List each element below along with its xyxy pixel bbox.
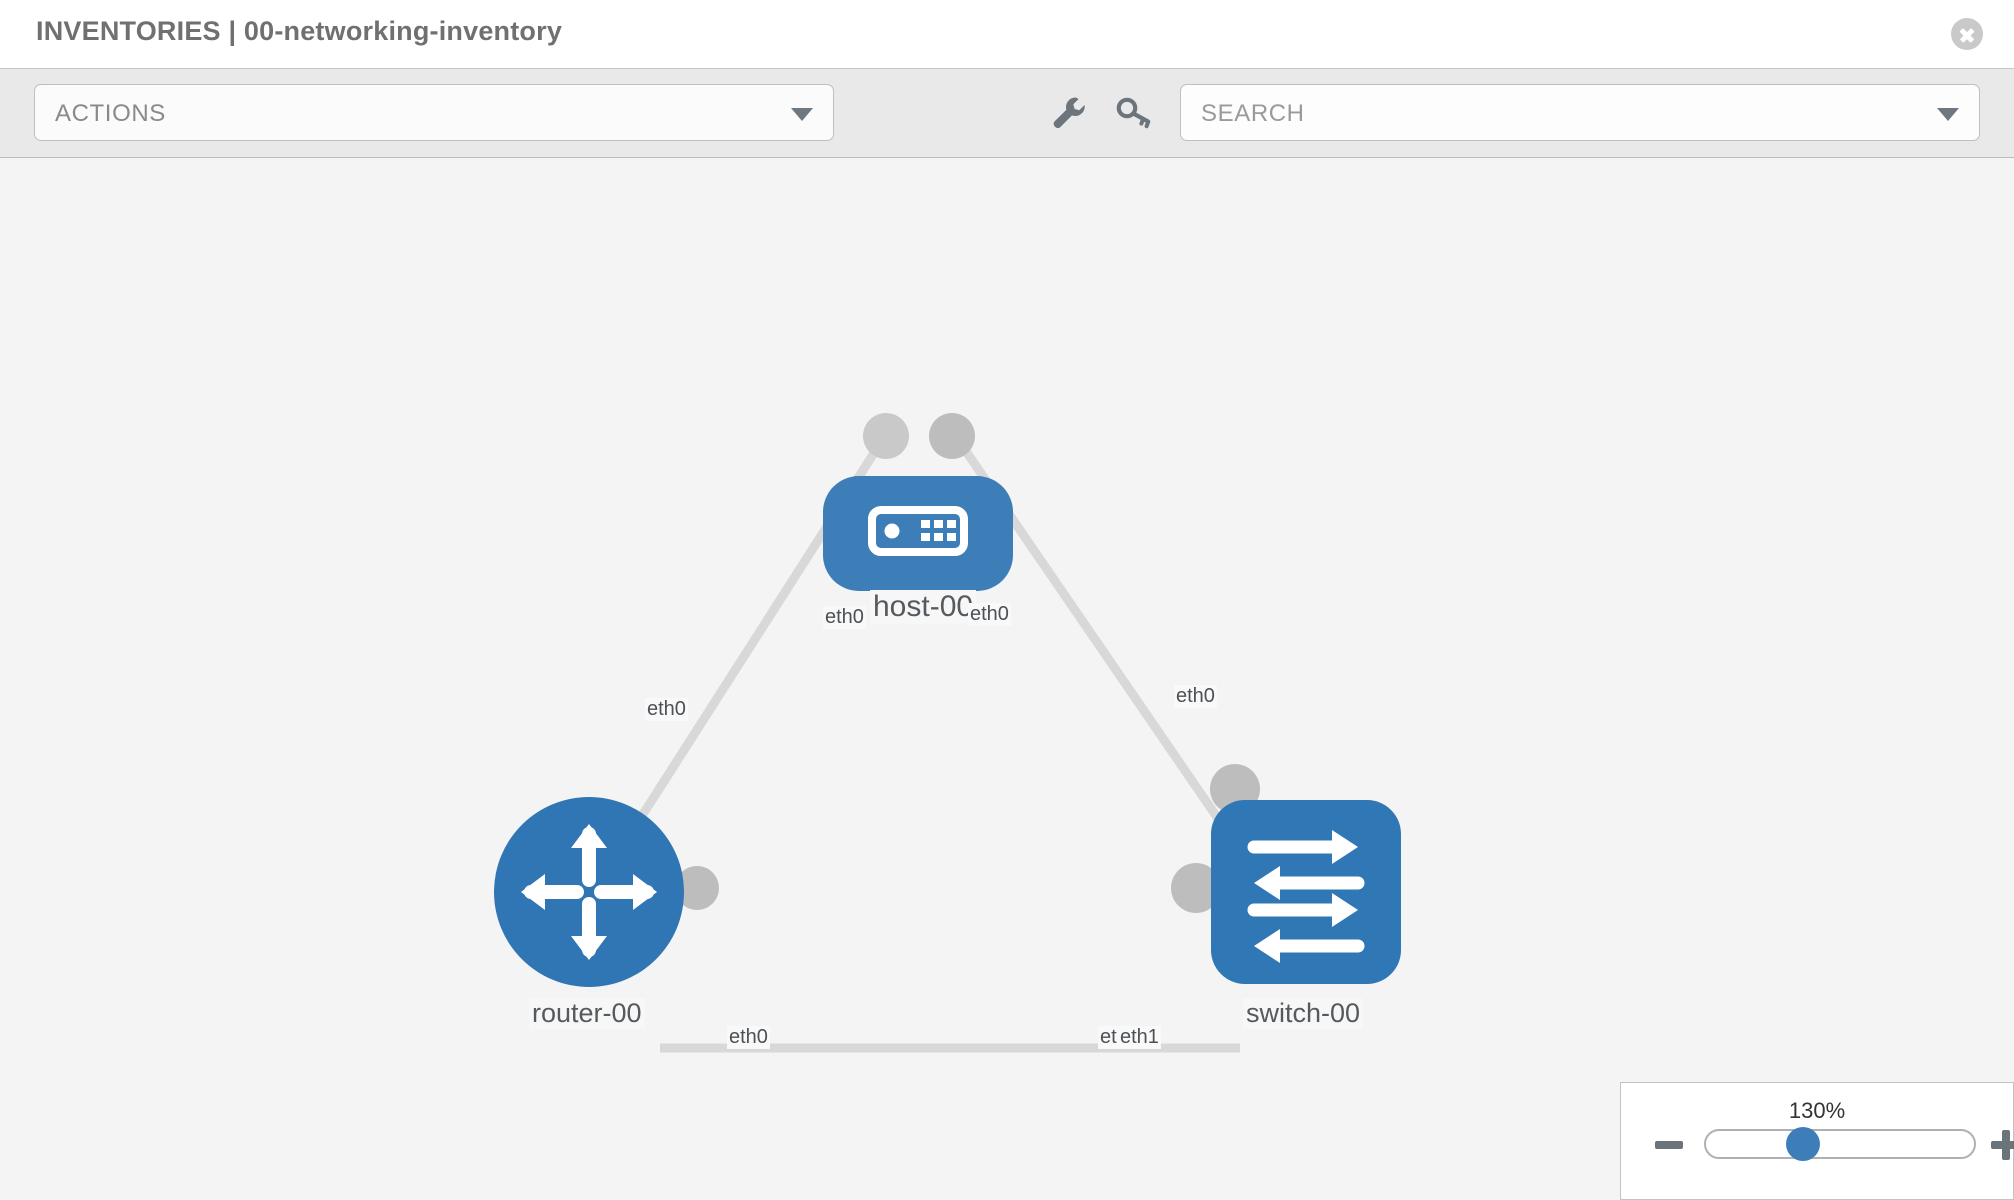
topology-canvas[interactable]: host-00 router-00 switch-00 eth0 eth0 et… <box>0 158 2014 1200</box>
node-label-switch-00: switch-00 <box>1243 998 1364 1029</box>
port-label-host-right: eth0 <box>968 603 1011 626</box>
node-router-00[interactable] <box>494 797 684 987</box>
port-label-router-right: eth0 <box>727 1026 770 1049</box>
zoom-control-panel: 130% <box>1620 1082 2014 1200</box>
port-label-router-up: eth0 <box>645 698 688 721</box>
port-label-switch-up: eth0 <box>1174 685 1217 708</box>
zoom-slider-track[interactable] <box>1704 1129 1976 1159</box>
chevron-down-icon[interactable] <box>1937 108 1959 121</box>
port-router-right[interactable] <box>675 866 719 910</box>
port-switch-left[interactable] <box>1171 863 1221 913</box>
page-title: INVENTORIES | 00-networking-inventory <box>36 16 563 46</box>
node-label-host-00: host-00 <box>870 590 977 624</box>
search-placeholder: SEARCH <box>1201 100 1305 127</box>
actions-dropdown-label: ACTIONS <box>55 100 166 127</box>
port-host-right[interactable] <box>929 413 975 459</box>
close-icon[interactable] <box>1951 18 1983 50</box>
wrench-icon[interactable] <box>1046 91 1088 133</box>
node-host-00[interactable] <box>823 476 1013 591</box>
topology-graph <box>494 413 1401 1053</box>
toolbar: ACTIONS SEARCH <box>0 68 2014 158</box>
actions-dropdown[interactable]: ACTIONS <box>34 84 834 141</box>
port-label-switch-left-b: eth1 <box>1118 1026 1161 1049</box>
port-host-left[interactable] <box>863 413 909 459</box>
node-label-router-00: router-00 <box>529 998 645 1029</box>
plus-icon[interactable] <box>1991 1130 2014 1160</box>
zoom-level-value: 130% <box>1788 1098 1846 1123</box>
node-switch-00[interactable] <box>1211 800 1401 984</box>
zoom-slider-thumb[interactable] <box>1786 1127 1820 1161</box>
minus-icon[interactable] <box>1655 1141 1683 1149</box>
chevron-down-icon <box>791 108 813 121</box>
search-input[interactable]: SEARCH <box>1180 84 1980 141</box>
key-icon[interactable] <box>1113 91 1155 133</box>
page-header: INVENTORIES | 00-networking-inventory <box>0 0 2014 68</box>
port-label-host-left: eth0 <box>823 606 866 629</box>
